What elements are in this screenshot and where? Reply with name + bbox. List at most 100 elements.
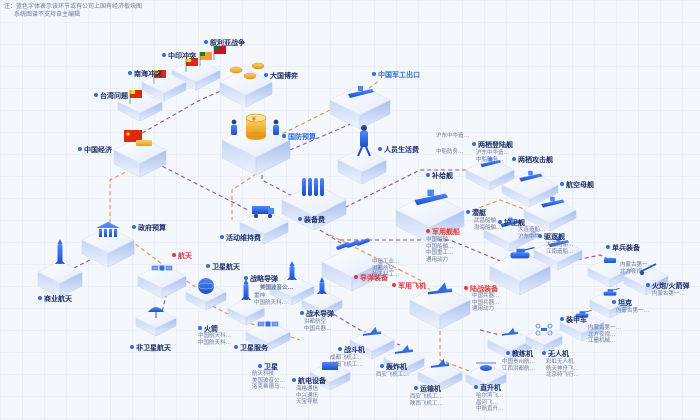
block-china-economy-top: [113, 136, 167, 164]
sub-amphibious-2: 中船防务…: [436, 149, 464, 155]
flag-china-icon-field: [186, 58, 198, 66]
block-strategic-missile-top: [269, 274, 315, 298]
sub-guided-missile: 中航工业…洪都航空…航天科工…: [372, 259, 400, 279]
bomber-icon-wing: [402, 344, 410, 352]
node-sat-service[interactable]: 卫星服务: [234, 344, 268, 352]
node-destroyer[interactable]: 驱逐舰: [538, 233, 565, 241]
block-layer: [37, 57, 669, 393]
block-military-export-top: [329, 84, 391, 116]
block-tank: [589, 289, 631, 319]
node-amphibious[interactable]: 两栖登陆舰: [472, 141, 513, 149]
node-carrier[interactable]: 航空母舰: [560, 181, 594, 189]
node-equipment-fee[interactable]: 装备费: [298, 216, 325, 224]
node-tank[interactable]: 坦克: [612, 299, 632, 307]
node-tactical-missile[interactable]: 战术导弹: [300, 310, 334, 318]
single-soldier-icon: [604, 258, 616, 263]
node-replenish-ship[interactable]: 补给舰: [426, 172, 453, 180]
drone-rotor-2: [535, 330, 541, 336]
node-armored[interactable]: 装甲车: [560, 316, 587, 324]
node-military-export[interactable]: 中国军工出口: [372, 71, 420, 79]
node-taiwan[interactable]: 台湾问题: [94, 92, 128, 100]
node-satellite-aero[interactable]: 卫星航天: [206, 263, 240, 271]
node-defense-budget[interactable]: 国防预算: [282, 133, 316, 141]
node-sino-india[interactable]: 中印冲突: [162, 52, 196, 60]
node-naval-aviation[interactable]: 军用舰船: [426, 228, 460, 236]
sub-submarine: 武昌船舶…渤海船舶…: [474, 218, 502, 231]
node-land-equip[interactable]: 陆战装备: [464, 285, 498, 293]
node-syria[interactable]: 叙利亚战争: [204, 39, 245, 47]
node-amphib-attack[interactable]: 两栖攻击舰: [512, 156, 553, 164]
soldier-head: [273, 119, 279, 125]
block-frigate: [483, 216, 537, 252]
block-single-soldier: [587, 256, 633, 288]
carrier-ship-icon: [541, 196, 565, 208]
sub-frigate: 大连造船…沪东中华…: [518, 227, 546, 240]
node-bomber[interactable]: 轰炸机: [380, 363, 407, 371]
node-strategic-missile[interactable]: 战略导弹: [244, 275, 278, 283]
node-submarine[interactable]: 潜艇: [466, 209, 486, 217]
truck-cab: [268, 208, 274, 214]
sub-armored: 内蒙古第一…北方夜视…江麓机械…: [588, 325, 622, 345]
block-aerospace: [137, 263, 187, 299]
block-rocket-top: [227, 298, 265, 318]
node-guided-missile[interactable]: 导弹装备: [354, 274, 388, 282]
node-gov-budget[interactable]: 政府预算: [132, 224, 166, 232]
node-activity-fee[interactable]: 活动维持费: [220, 234, 261, 242]
block-fighter: [349, 328, 395, 360]
trainer-jet-icon-wing: [508, 327, 515, 334]
block-guided-missile-top: [321, 246, 383, 278]
node-commercial-space[interactable]: 商业航天: [38, 295, 72, 303]
tactical-missile-icon-nose: [319, 277, 325, 282]
edge-equip-land: [340, 239, 511, 266]
dish-bowl: [148, 307, 164, 312]
drone-rotor-0: [535, 323, 541, 329]
rocket-icon-nose: [243, 279, 249, 284]
soldier-body: [273, 125, 279, 135]
node-rocket[interactable]: 火箭: [198, 325, 218, 333]
gov-col-1: [104, 229, 107, 237]
flag-india-icon-field: [200, 52, 212, 60]
destroyer-ship-icon: [548, 237, 570, 248]
edge-equip-navy: [319, 169, 470, 221]
sub-tank: 内蒙古第一…: [616, 308, 650, 314]
node-military-aircraft[interactable]: 军用飞机: [392, 282, 426, 290]
coin-bottom: [246, 132, 266, 140]
node-electronics[interactable]: 航电设备: [292, 377, 326, 385]
rack-tube-2: [314, 178, 318, 196]
block-personnel: [337, 147, 387, 185]
soldier-icon: [231, 119, 237, 135]
node-single-soldier[interactable]: 单兵装备: [606, 244, 640, 252]
node-artillery[interactable]: 火炮/火箭弹: [646, 282, 690, 290]
sat-service-icon-panel1: [257, 321, 265, 327]
node-uav[interactable]: 无人机: [542, 350, 569, 358]
drone-rotor-3: [547, 330, 553, 336]
gov-col-0: [99, 229, 102, 237]
carrier-ship-icon-bridge: [550, 196, 555, 202]
p-leg1: [357, 146, 363, 157]
node-great-power[interactable]: 大国博弈: [264, 72, 298, 80]
land-tank-icon-barrel: [524, 247, 535, 251]
block-conflict-taiwan-top: [117, 90, 163, 114]
block-artillery-top: [623, 264, 669, 288]
node-drone-craft[interactable]: 教练机: [506, 350, 533, 358]
node-transport[interactable]: 运输机: [414, 385, 441, 393]
node-satellite[interactable]: 卫星: [258, 363, 278, 371]
block-activity-fee-top: [239, 209, 289, 235]
node-non-sat[interactable]: 非卫星航天: [130, 344, 171, 352]
node-personnel[interactable]: 人员生活费: [378, 146, 419, 154]
rocket-icon-fin1: [241, 297, 244, 300]
rack-tube-1: [308, 178, 312, 196]
node-south-china-sea[interactable]: 南海冲突: [128, 70, 162, 78]
node-helicopter[interactable]: 直升机: [474, 384, 501, 392]
helicopter-icon: [476, 362, 496, 371]
node-china-economy[interactable]: 中国经济: [78, 146, 112, 154]
block-sat-service-top: [245, 320, 291, 344]
globe-lat: [197, 282, 215, 290]
node-frigate[interactable]: 护卫舰: [498, 219, 525, 227]
node-fighter[interactable]: 战斗机: [338, 346, 365, 354]
land-tank-icon-turret: [516, 248, 525, 253]
node-aerospace[interactable]: 航天: [172, 252, 192, 260]
block-carrier-top: [523, 196, 577, 224]
flag-china-icon: [185, 58, 198, 72]
